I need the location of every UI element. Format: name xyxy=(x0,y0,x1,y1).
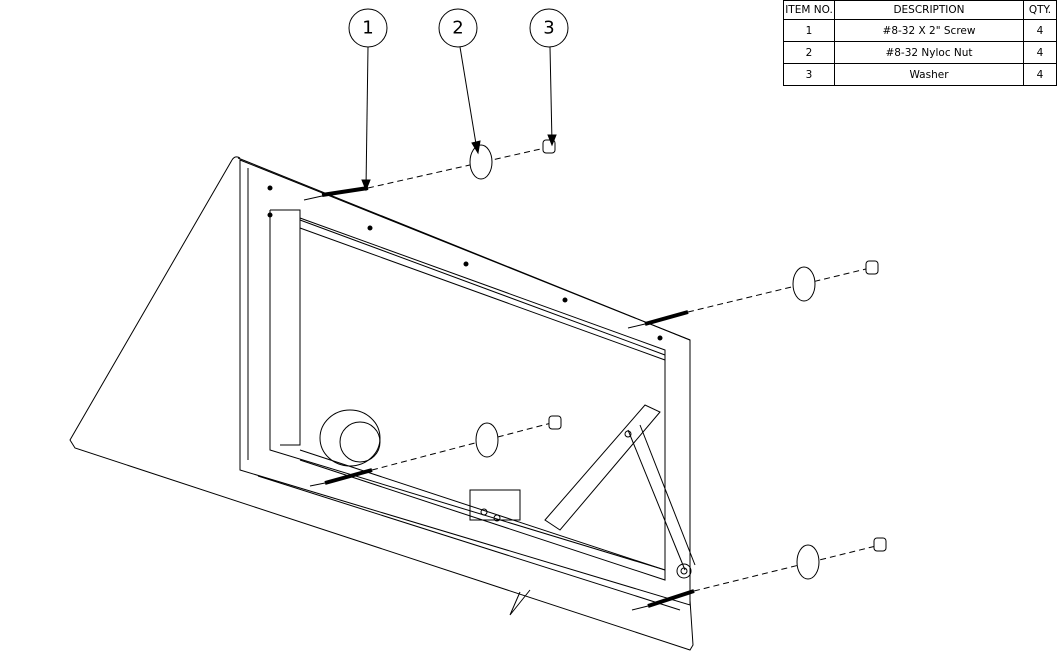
description-cell: Washer xyxy=(834,63,1024,86)
qty-cell: 4 xyxy=(1023,63,1057,86)
screw-thread xyxy=(647,589,695,608)
screw-thread xyxy=(321,186,369,197)
description-cell: #8-32 Nyloc Nut xyxy=(834,41,1024,64)
balloon-3: 3 xyxy=(529,8,569,147)
screws xyxy=(303,186,695,611)
header-description: DESCRIPTION xyxy=(834,0,1024,20)
item-no-cell: 2 xyxy=(783,41,835,64)
latch-mechanism xyxy=(319,404,696,579)
table-row: 1 #8-32 X 2" Screw 4 xyxy=(783,19,1057,42)
nuts xyxy=(542,139,887,552)
holes xyxy=(267,185,663,341)
table-row: 2 #8-32 Nyloc Nut 4 xyxy=(783,41,1057,64)
table-row: 3 Washer 4 xyxy=(783,63,1057,86)
back-panel xyxy=(69,156,694,651)
qty-cell: 4 xyxy=(1023,41,1057,64)
balloon-label: 3 xyxy=(543,18,554,39)
balloon-label: 1 xyxy=(362,18,373,39)
balloon-label: 2 xyxy=(452,18,463,39)
balloon-2: 2 xyxy=(438,8,481,155)
bill-of-materials-table: ITEM NO. DESCRIPTION QTY. 1 #8-32 X 2" S… xyxy=(783,0,1057,86)
qty-cell: 4 xyxy=(1023,19,1057,42)
header-item-no: ITEM NO. xyxy=(783,0,835,20)
table-header-row: ITEM NO. DESCRIPTION QTY. xyxy=(783,0,1057,20)
washers xyxy=(469,144,820,580)
screw-thread xyxy=(644,310,689,326)
header-qty: QTY. xyxy=(1023,0,1057,20)
item-no-cell: 1 xyxy=(783,19,835,42)
description-cell: #8-32 X 2" Screw xyxy=(834,19,1024,42)
balloon-1: 1 xyxy=(348,8,388,192)
screw-thread xyxy=(324,468,373,485)
item-no-cell: 3 xyxy=(783,63,835,86)
frame xyxy=(239,159,691,611)
explode-lines xyxy=(367,147,881,592)
